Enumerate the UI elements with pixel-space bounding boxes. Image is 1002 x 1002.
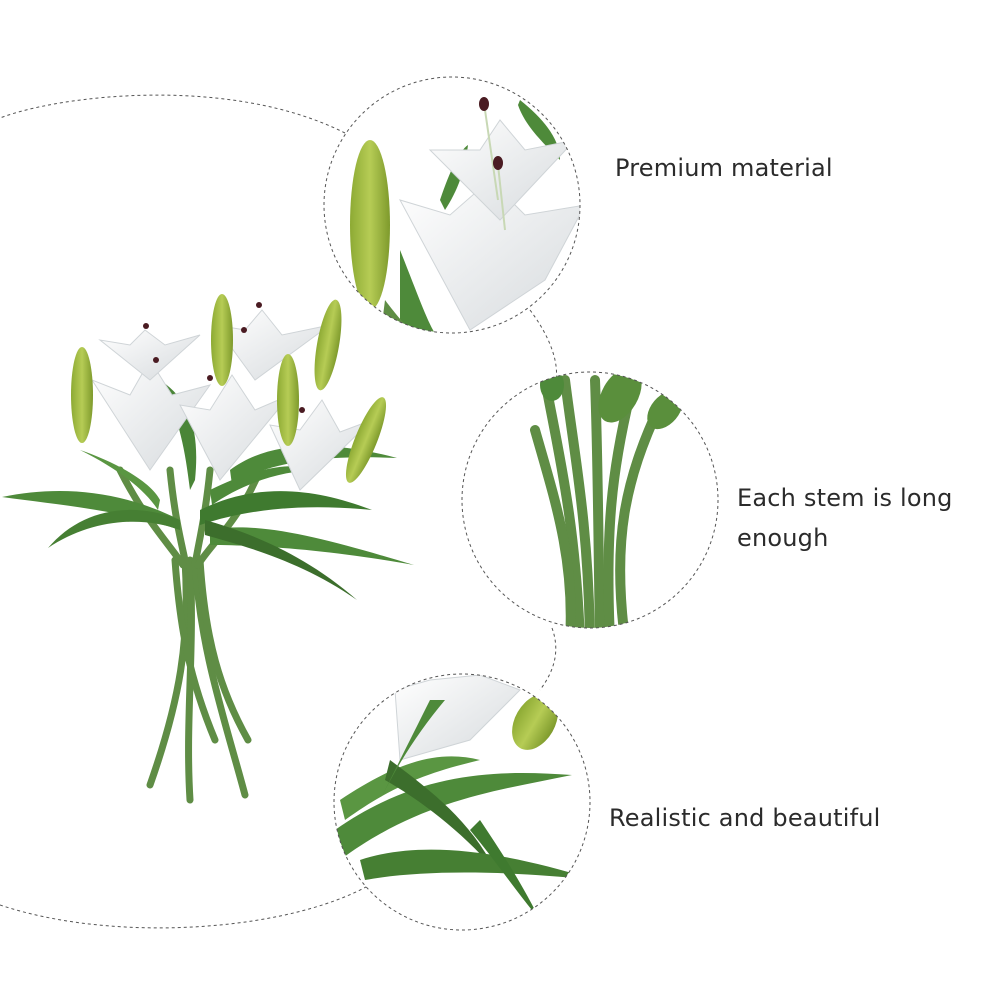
feature-label-premium-material: Premium material: [615, 154, 833, 182]
feature-label-stem-length: Each stem is long enough: [737, 484, 953, 552]
lily-flower-detail-icon: [323, 76, 581, 334]
leaf-detail-icon: [333, 673, 591, 931]
feature-label-realistic: Realistic and beautiful: [609, 804, 881, 832]
stem-detail-icon: [461, 371, 719, 629]
dashed-frame-arc: [0, 94, 557, 929]
lily-bouquet-icon: [2, 294, 414, 804]
